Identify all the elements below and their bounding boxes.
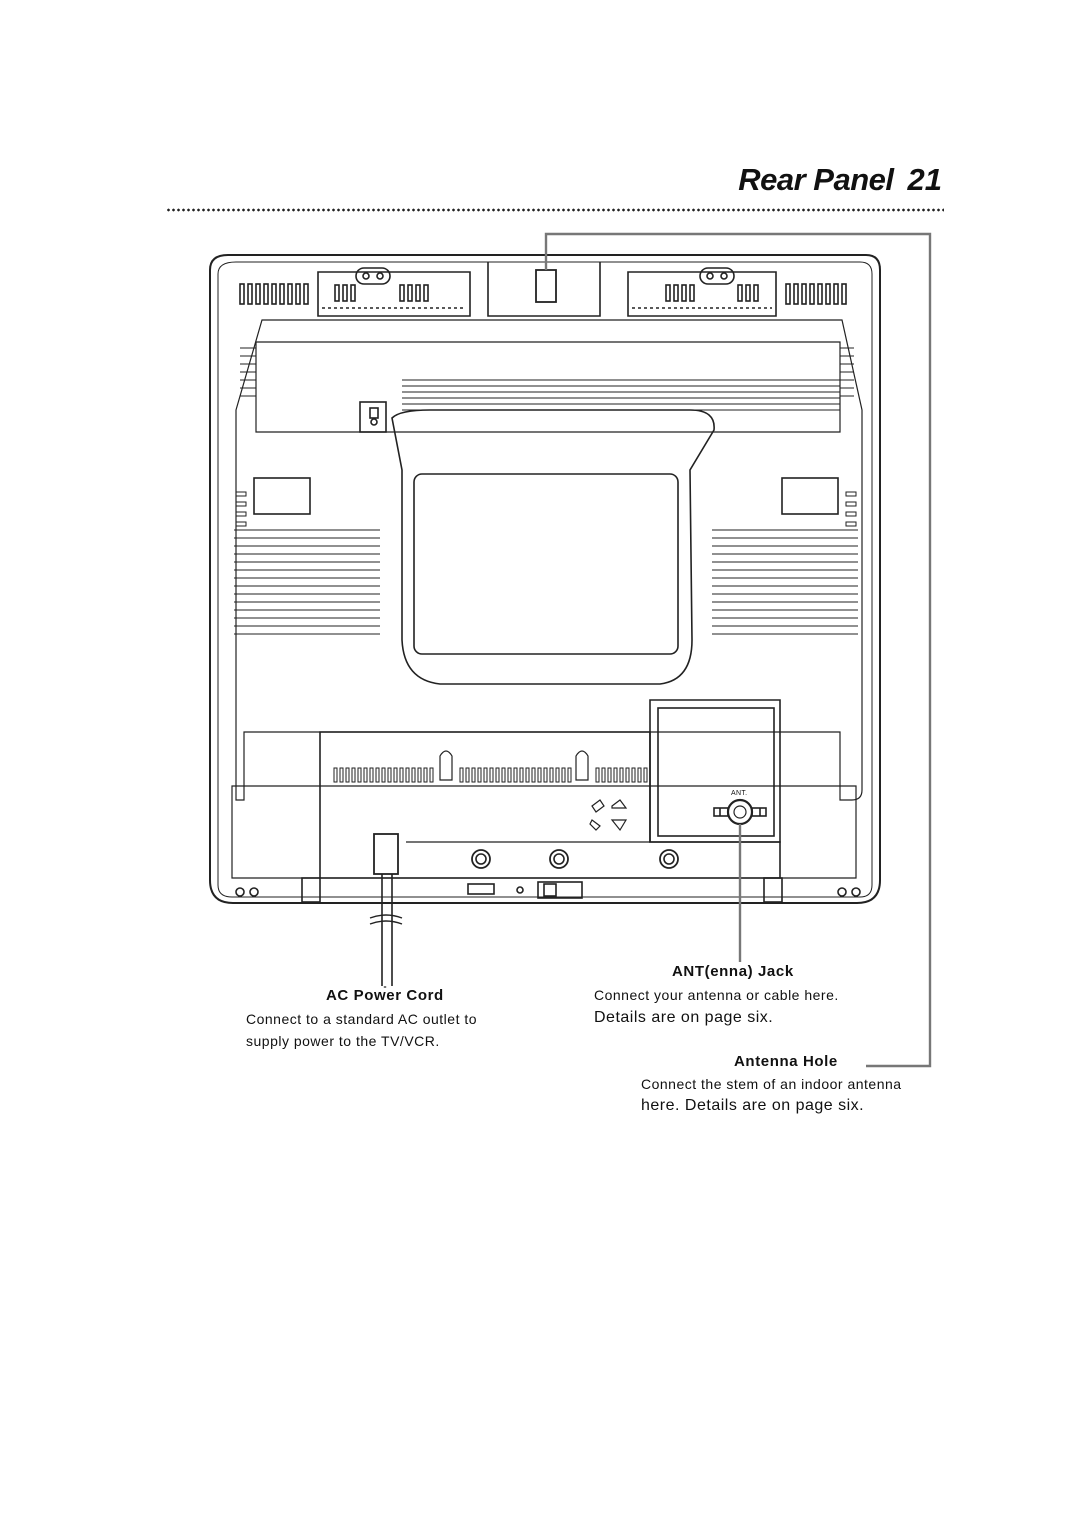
antenna-hole-heading: Antenna Hole	[734, 1053, 838, 1070]
ant-jack-heading: ANT(enna) Jack	[672, 963, 794, 980]
ant-jack	[713, 798, 767, 826]
ant-tag: ANT.	[731, 790, 748, 797]
ac-power-cord-line1: Connect to a standard AC outlet to	[246, 1011, 478, 1027]
antenna-hole-line2: here. Details are on page six.	[641, 1097, 865, 1114]
top-bracket-right	[627, 267, 777, 317]
antenna-hole-leader	[544, 232, 932, 1068]
ac-power-cord-line2: supply power to the TV/VCR.	[246, 1033, 440, 1049]
antenna-hole	[535, 269, 557, 303]
vcr-vents	[333, 767, 648, 783]
ant-jack-line1: Connect your antenna or cable here.	[594, 987, 839, 1003]
side-handle-right	[781, 477, 839, 515]
top-bracket-left	[317, 267, 471, 317]
side-vents-left	[234, 529, 380, 635]
upper-vents	[240, 347, 854, 411]
dotted-rule	[166, 208, 944, 212]
cabinet-outline	[209, 254, 881, 904]
top-vents-right	[785, 283, 847, 305]
ant-jack-line2: Details are on page six.	[594, 1009, 774, 1026]
small-switch	[359, 401, 387, 433]
antenna-hole-line1: Connect the stem of an indoor antenna	[641, 1076, 902, 1092]
power-cord-plug	[373, 833, 399, 875]
connector-3	[659, 849, 679, 869]
side-handle-left	[253, 477, 311, 515]
page-header: Rear Panel 21	[0, 162, 942, 198]
top-vents-left	[239, 283, 309, 305]
page-number: 21	[907, 162, 942, 197]
side-vents-right	[712, 529, 858, 635]
connector-1	[471, 849, 491, 869]
connector-2	[549, 849, 569, 869]
lock-symbols	[589, 799, 628, 832]
ac-power-cord-heading: AC Power Cord	[326, 987, 444, 1004]
crt-bulge	[391, 409, 715, 685]
page-title: Rear Panel	[738, 162, 894, 197]
